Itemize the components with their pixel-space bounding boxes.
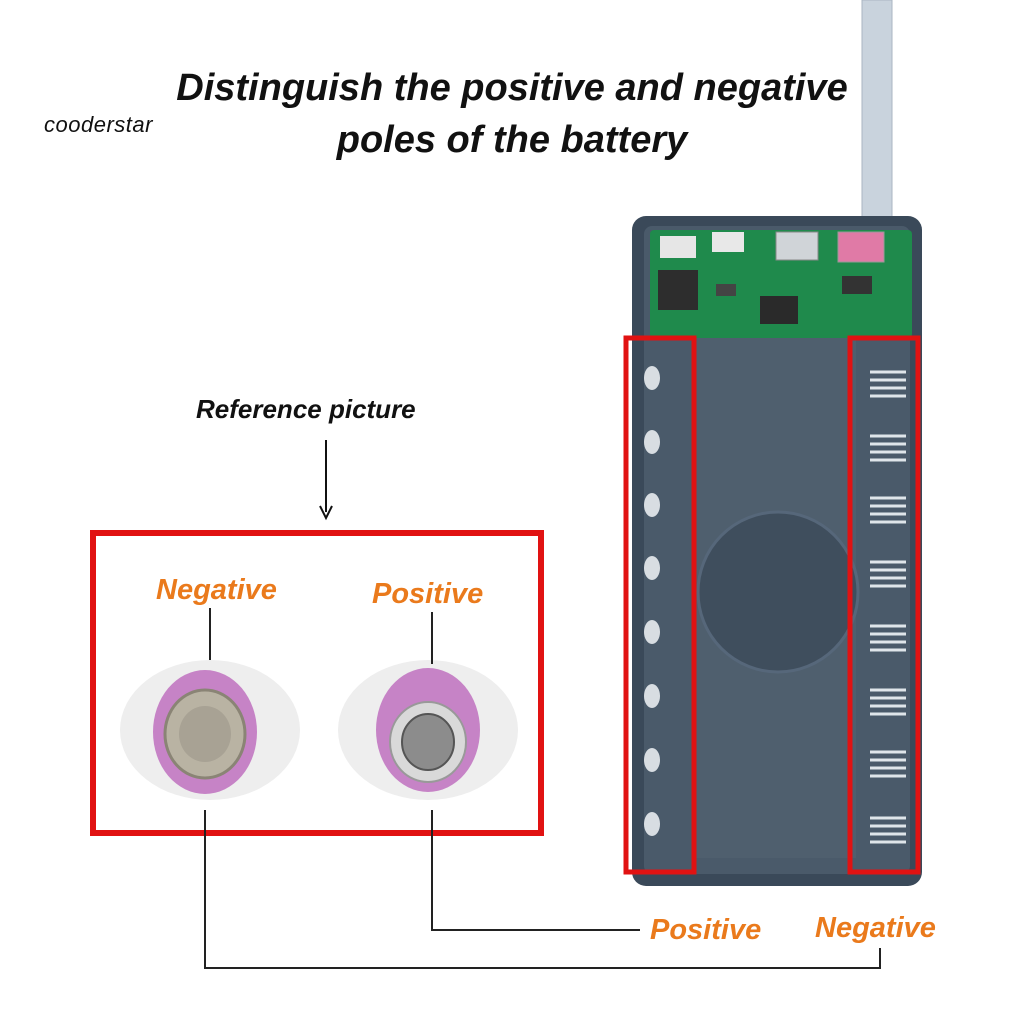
page-title-line-2: poles of the battery bbox=[336, 119, 688, 161]
reference-picture-label: Reference picture bbox=[196, 394, 416, 424]
negative-springs-highlight bbox=[847, 335, 921, 875]
negative-connector-line bbox=[204, 810, 881, 969]
reference-arrow-head bbox=[319, 505, 333, 521]
positive-connector-line bbox=[431, 810, 640, 931]
reference-positive-label: Positive bbox=[372, 578, 484, 610]
case-center-circle bbox=[696, 510, 860, 674]
brand-watermark: cooderstar bbox=[44, 112, 153, 137]
case-positive-label: Positive bbox=[650, 914, 762, 946]
battery-positive-end bbox=[338, 660, 518, 800]
left-contacts bbox=[644, 366, 660, 836]
battery-negative-end bbox=[120, 660, 300, 800]
positive-contacts-highlight bbox=[623, 335, 697, 875]
reference-box bbox=[90, 530, 544, 836]
right-springs bbox=[870, 370, 906, 844]
usb-cable bbox=[861, 0, 893, 227]
reference-negative-label: Negative bbox=[156, 574, 277, 606]
page-title-line-1: Distinguish the positive and negative bbox=[176, 67, 848, 109]
pcb-board bbox=[650, 230, 912, 338]
case-negative-label: Negative bbox=[815, 912, 936, 944]
